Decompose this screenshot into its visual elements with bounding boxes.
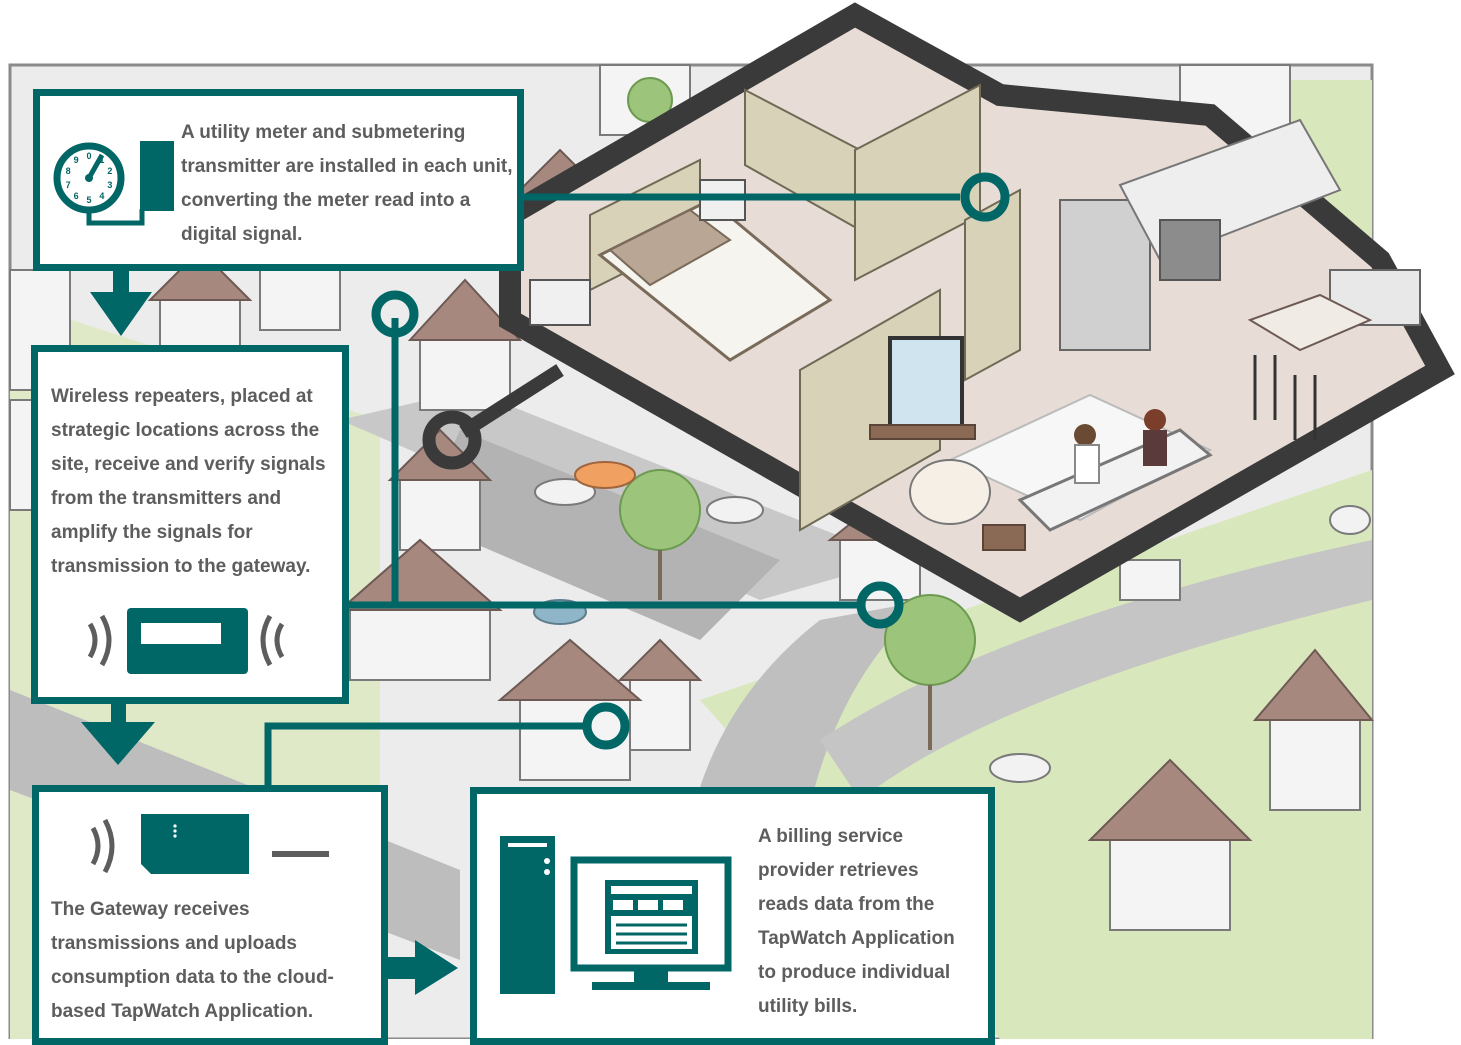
meter-digit: 6 bbox=[74, 191, 79, 201]
arrow-right-1 bbox=[383, 940, 458, 995]
meter-digit: 7 bbox=[66, 180, 71, 190]
meter-digit: 8 bbox=[66, 166, 71, 176]
step-2-text: Wireless repeaters, placed at strategic … bbox=[51, 386, 326, 577]
meter-digit: 5 bbox=[86, 195, 91, 205]
step-1-text: A utility meter and submetering transmit… bbox=[181, 122, 513, 245]
apartment-connector bbox=[422, 364, 564, 470]
connector-rings bbox=[371, 172, 1010, 750]
step-3-text: The Gateway receives transmissions and u… bbox=[51, 899, 334, 1022]
gateway-icon bbox=[90, 814, 329, 874]
step-3-gateway-box: The Gateway receives transmissions and u… bbox=[32, 785, 388, 1045]
meter-digit: 1 bbox=[99, 155, 104, 165]
flow-arrows bbox=[81, 270, 458, 995]
apartment-cutaway bbox=[499, 2, 1455, 623]
step-4-text: A billing service provider retrieves rea… bbox=[758, 826, 955, 1017]
computer-icon bbox=[500, 836, 732, 994]
arrow-down-1 bbox=[90, 270, 152, 336]
meter-digit: 0 bbox=[86, 151, 91, 161]
connector-lines bbox=[264, 193, 960, 787]
meter-digit: 2 bbox=[107, 166, 112, 176]
wireless-repeater-icon bbox=[87, 608, 285, 674]
arrow-down-2 bbox=[81, 703, 155, 765]
meter-digit: 4 bbox=[99, 191, 104, 201]
meter-digit: 3 bbox=[107, 180, 112, 190]
step-4-billing-box: A billing service provider retrieves rea… bbox=[470, 787, 995, 1045]
meter-digit: 9 bbox=[74, 155, 79, 165]
step-2-repeater-box: Wireless repeaters, placed at strategic … bbox=[31, 345, 349, 704]
